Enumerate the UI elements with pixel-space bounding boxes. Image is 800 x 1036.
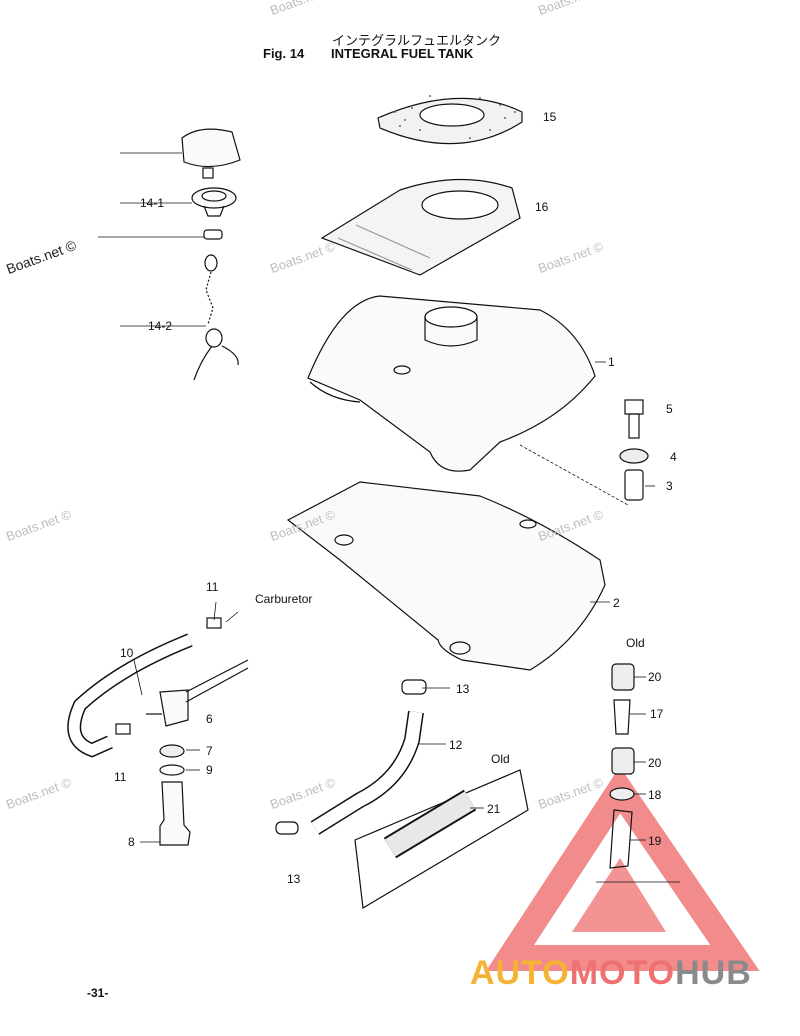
part-14-1-cap-seal	[191, 187, 237, 217]
label-carburetor: Carburetor	[255, 592, 313, 606]
label-7: 7	[206, 744, 213, 758]
label-18: 18	[648, 788, 662, 802]
leader-lines	[98, 152, 680, 883]
brand-part-moto: MOTO	[569, 954, 676, 992]
label-1: 1	[608, 355, 615, 369]
label-19: 19	[648, 834, 662, 848]
label-5: 5	[666, 402, 673, 416]
label-20-upper: 20	[648, 670, 662, 684]
part-13-clip-lower	[275, 821, 299, 835]
brand-part-hub: HUB	[675, 954, 752, 992]
label-9: 9	[206, 763, 213, 777]
label-14-1: 14-1	[140, 196, 165, 210]
part-14-2-chain-strap	[193, 254, 239, 381]
part-2-tank-lower	[286, 481, 606, 671]
part-20-lower	[611, 747, 635, 775]
label-12: 12	[449, 738, 463, 752]
brand-triangle-logo	[485, 766, 760, 971]
label-17: 17	[650, 707, 664, 721]
brand-part-auto: AUTO	[470, 954, 570, 992]
part-clip	[203, 229, 223, 240]
label-8: 8	[128, 835, 135, 849]
part-6-fuel-cock	[146, 659, 249, 727]
part-7-washer	[159, 744, 185, 758]
part-15-foam-ring	[377, 95, 523, 145]
part-11-clip-lower	[115, 723, 131, 735]
part-4-washer	[619, 448, 649, 464]
part-13-clip-upper	[401, 679, 427, 695]
label-old-right: Old	[626, 636, 645, 650]
label-16: 16	[535, 200, 549, 214]
label-3: 3	[666, 479, 673, 493]
label-15: 15	[543, 110, 557, 124]
part-20-upper	[611, 663, 635, 691]
part-17	[613, 699, 631, 735]
part-16-gasket	[320, 178, 521, 276]
brand-logo-text: AUTOMOTOHUB	[470, 954, 752, 993]
part-3-collar	[624, 469, 644, 501]
part-9-o-ring	[159, 764, 185, 776]
part-1-tank-upper	[307, 295, 596, 472]
label-6: 6	[206, 712, 213, 726]
label-old-hose: Old	[491, 752, 510, 766]
label-11-lower: 11	[114, 770, 127, 784]
label-2: 2	[613, 596, 620, 610]
figure-number: Fig. 14	[263, 46, 305, 61]
label-13-upper: 13	[456, 682, 470, 696]
page-number: -31-	[87, 986, 109, 1000]
part-18	[609, 787, 635, 801]
part-8-fuel-filter	[159, 781, 191, 846]
label-10: 10	[120, 646, 134, 660]
label-20-lower: 20	[648, 756, 662, 770]
label-21: 21	[487, 802, 501, 816]
label-11-upper: 11	[206, 580, 219, 594]
title-japanese: インテグラルフュエルタンク	[332, 34, 502, 49]
part-19	[609, 809, 633, 869]
part-5-bolt	[624, 399, 644, 439]
label-4: 4	[670, 450, 677, 464]
label-14-2: 14-2	[148, 319, 173, 333]
page-title: INTEGRAL FUEL TANK	[331, 46, 474, 61]
fuel-cap	[181, 128, 241, 179]
label-13-lower: 13	[287, 872, 301, 886]
